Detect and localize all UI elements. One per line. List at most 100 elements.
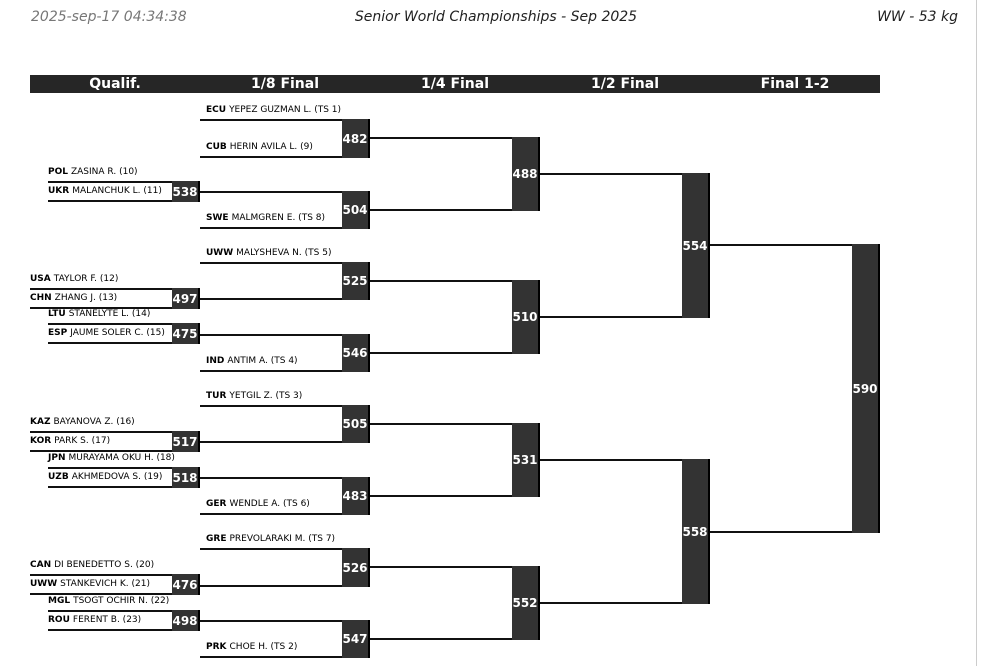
bout-box[interactable]: 525 [342,262,370,300]
header-timestamp: 2025-sep-17 04:34:38 [31,9,187,25]
bout-box[interactable]: 518 [172,467,200,488]
qualif-line [48,200,172,202]
athlete-nation: CHN [30,293,52,303]
eighth-line [200,656,342,658]
athlete-name: BAYANOVA Z. (16) [53,417,135,427]
qualif-out-line [200,620,342,622]
bout-box[interactable]: 476 [172,574,200,595]
athlete-nation: UWW [30,579,58,589]
bout-box[interactable]: 483 [342,477,370,515]
semi-line [540,173,682,175]
athlete-nation: ESP [48,328,68,338]
round-label-final: Final 1-2 [760,76,830,92]
final-line [710,531,852,533]
bout-box[interactable]: 554 [682,173,710,318]
bout-box[interactable]: 497 [172,288,200,309]
athlete-nation: USA [30,274,51,284]
bout-box[interactable]: 558 [682,459,710,604]
semi-line [540,602,682,604]
qualif-line [48,486,172,488]
qualif-out-line [200,477,342,479]
qualif-line [30,307,172,309]
athlete-nation: SWE [206,213,229,223]
athlete-name: ZASINA R. (10) [70,167,138,177]
athlete-name: FERENT B. (23) [72,615,142,625]
bout-box[interactable]: 488 [512,137,540,211]
qualif-line [30,288,172,290]
bout-box[interactable]: 547 [342,620,370,658]
athlete-name: MALANCHUK L. (11) [72,186,162,196]
athlete-nation: ROU [48,615,70,625]
bout-box[interactable]: 552 [512,566,540,640]
round-label-eighth: 1/8 Final [250,76,320,92]
quarter-line [370,280,512,282]
athlete-nation: IND [206,356,225,366]
bout-box[interactable]: 482 [342,119,370,158]
qualif-line [48,323,172,325]
eighth-line [200,156,342,158]
bout-box[interactable]: 475 [172,323,200,344]
final-line [710,244,852,246]
round-label-qualif: Qualif. [89,76,141,92]
athlete-name: STANELYTE L. (14) [68,309,151,319]
athlete-nation: POL [48,167,68,177]
athlete-nation: UZB [48,472,69,482]
athlete-name: TSOGT OCHIR N. (22) [73,596,170,606]
athlete-name: DI BENEDETTO S. (20) [54,560,155,570]
athlete-nation: GER [206,499,227,509]
qualif-line [30,593,172,595]
athlete-nation: MGL [48,596,71,606]
quarter-line [370,137,512,139]
athlete-name: MALYSHEVA N. (TS 5) [236,248,332,258]
bout-box[interactable]: 498 [172,610,200,631]
athlete-name: STANKEVICH K. (21) [60,579,150,589]
bout-box[interactable]: 538 [172,181,200,202]
bout-box[interactable]: 517 [172,431,200,452]
athlete-nation: LTU [48,309,66,319]
round-label-quarter: 1/4 Final [420,76,490,92]
page-edge-divider [976,0,977,666]
athlete-nation: KOR [30,436,52,446]
athlete-name: TAYLOR F. (12) [53,274,119,284]
athlete-nation: ECU [206,105,227,115]
athlete-name: YETGIL Z. (TS 3) [229,391,303,401]
semi-line [540,316,682,318]
eighth-line [200,513,342,515]
eighth-line [200,548,342,550]
qualif-line [48,342,172,344]
bout-box[interactable]: 546 [342,334,370,372]
qualif-out-line [200,585,342,587]
athlete-nation: JPN [48,453,66,463]
bout-box[interactable]: 510 [512,280,540,354]
weight-category: WW - 53 kg [877,9,958,25]
qualif-line [30,431,172,433]
qualif-out-line [200,191,342,193]
athlete-nation: GRE [206,534,227,544]
bout-box[interactable]: 526 [342,548,370,587]
eighth-line [200,262,342,264]
bout-box[interactable]: 590 [852,244,880,533]
bout-box[interactable]: 505 [342,405,370,443]
athlete-name: CHOE H. (TS 2) [229,642,298,652]
bout-box[interactable]: 531 [512,423,540,497]
athlete-name: WENDLE A. (TS 6) [229,499,310,509]
athlete-name: ZHANG J. (13) [54,293,118,303]
bout-box[interactable]: 504 [342,191,370,229]
quarter-line [370,566,512,568]
athlete-name: MURAYAMA OKU H. (18) [68,453,175,463]
